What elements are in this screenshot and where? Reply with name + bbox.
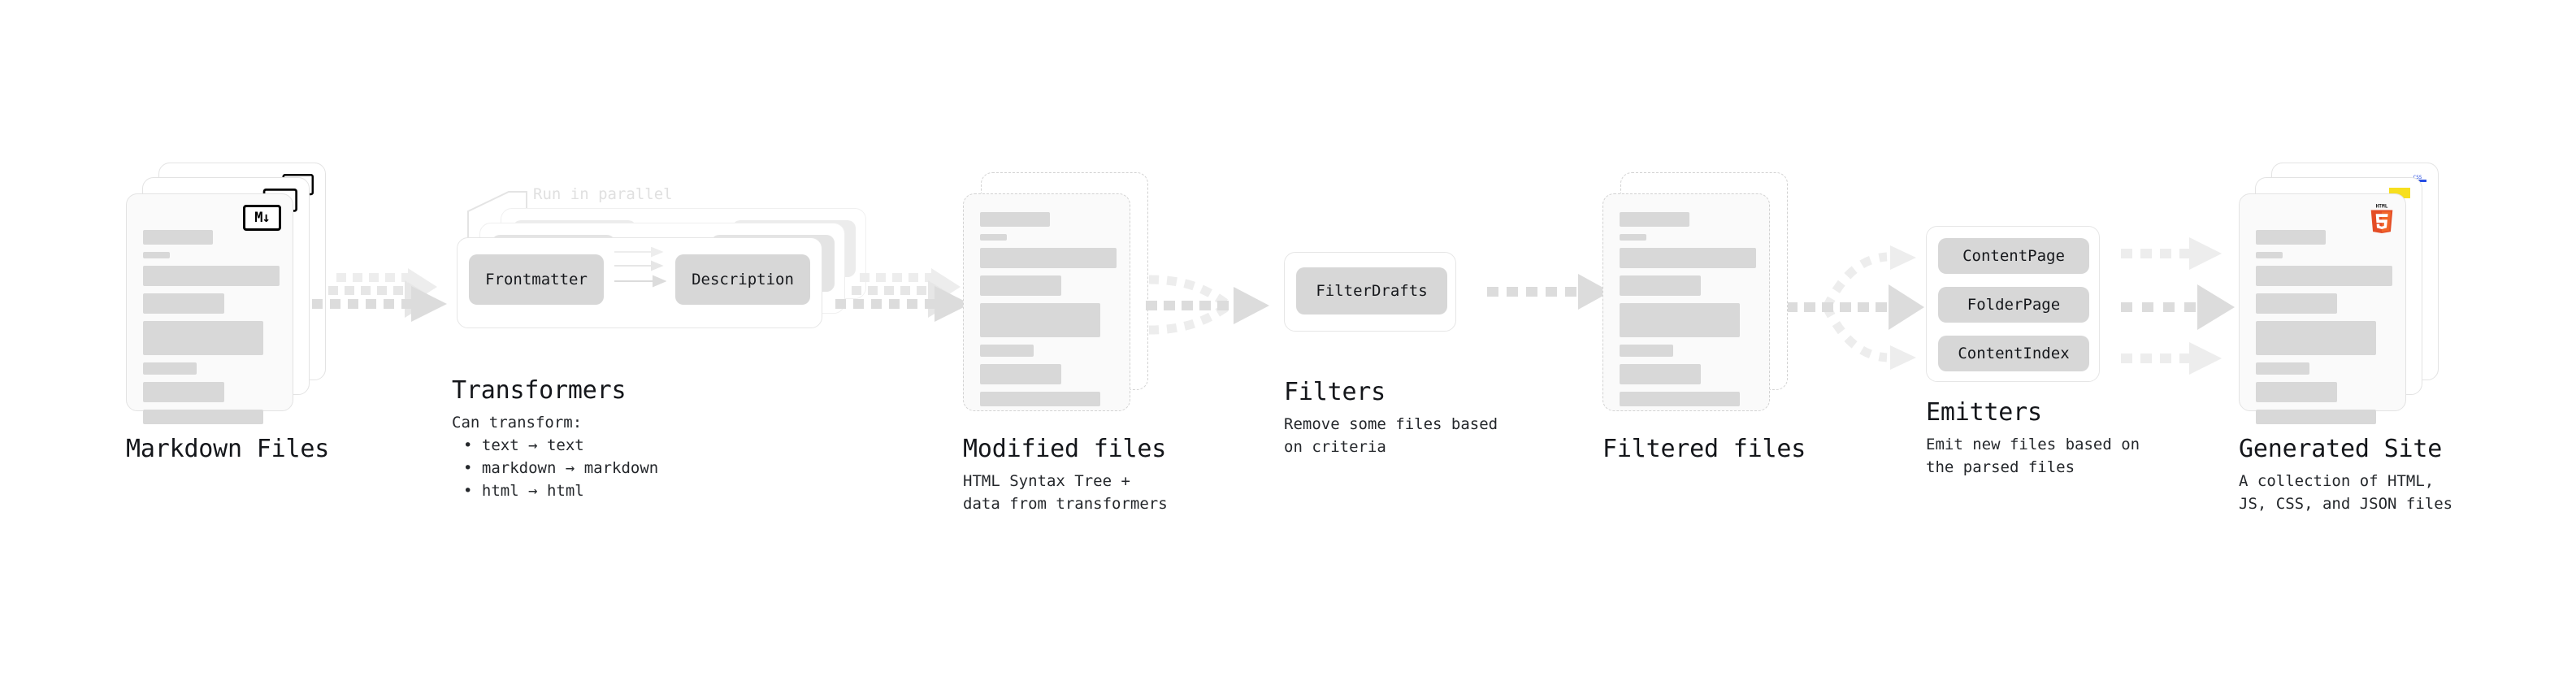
modified-files-title: Modified files	[963, 435, 1167, 463]
skeleton-line	[143, 293, 224, 314]
fan-in-arrow-icon	[1146, 275, 1269, 335]
generated-card-front: HTML	[2239, 193, 2406, 424]
filtered-files-title: Filtered files	[1602, 435, 1806, 463]
chip-frontmatter[interactable]: Frontmatter	[469, 254, 604, 305]
markdown-files-title: Markdown Files	[126, 435, 330, 463]
fan-out-arrow-icon	[1788, 245, 1924, 370]
skeleton-line	[980, 392, 1100, 406]
generated-site-subtitle: A collection of HTML, JS, CSS, and JSON …	[2239, 472, 2453, 513]
modified-files-subtitle: HTML Syntax Tree + data from transformer…	[963, 472, 1168, 513]
connector-filtered-to-emitters	[1780, 229, 1934, 384]
skeleton-lines	[2256, 230, 2392, 432]
skeleton-line	[980, 275, 1061, 296]
emitters-title: Emitters	[1926, 398, 2042, 427]
list-item: • html → html	[463, 482, 584, 500]
markdown-icon: M↓	[243, 205, 281, 231]
skeleton-line	[980, 303, 1100, 337]
skeleton-line	[143, 362, 197, 375]
emitters-subtitle: Emit new files based on the parsed files	[1926, 436, 2140, 476]
parallel-arrow-icon	[2121, 237, 2235, 375]
skeleton-line	[143, 382, 224, 402]
transformers-subtitle: Can transform:	[452, 414, 583, 432]
skeleton-line	[980, 248, 1117, 268]
chip-description[interactable]: Description	[675, 254, 810, 305]
connector-emitters-to-site	[2121, 229, 2267, 384]
skeleton-line	[2256, 293, 2337, 314]
skeleton-line	[2256, 266, 2392, 286]
filtered-card-front	[1602, 193, 1770, 411]
html5-icon: HTML	[2370, 204, 2393, 233]
skeleton-line	[980, 345, 1034, 357]
skeleton-line	[2256, 252, 2283, 258]
single-arrow-icon	[1487, 274, 1611, 310]
skeleton-line	[1620, 392, 1740, 406]
run-in-parallel-label: Run in parallel	[533, 185, 673, 203]
bullet-text: html → html	[481, 482, 584, 500]
parallel-arrow-icon	[835, 268, 970, 322]
generated-site-title: Generated Site	[2239, 435, 2443, 463]
connector-transformers-to-modified	[830, 268, 977, 349]
skeleton-lines	[1620, 212, 1756, 414]
skeleton-line	[980, 364, 1061, 384]
markdown-card-front: M↓	[126, 193, 293, 424]
skeleton-line	[980, 212, 1050, 227]
chip-contentpage[interactable]: ContentPage	[1938, 238, 2089, 274]
chip-folderpage[interactable]: FolderPage	[1938, 287, 2089, 323]
skeleton-line	[1620, 212, 1689, 227]
skeleton-line	[1620, 275, 1701, 296]
skeleton-lines	[980, 212, 1117, 414]
skeleton-line	[2256, 362, 2309, 375]
connector-md-to-transformers	[307, 268, 453, 349]
chip-filterdrafts[interactable]: FilterDrafts	[1296, 267, 1447, 314]
skeleton-line	[143, 410, 263, 424]
transformers-bullet-list: • text → text • markdown → markdown • ht…	[463, 434, 658, 502]
run-in-parallel-bracket-icon	[467, 191, 527, 242]
parallel-arrow-icon	[312, 268, 447, 322]
transformers-panel-front: Frontmatter Description	[457, 237, 822, 328]
filters-panel: FilterDrafts	[1284, 252, 1456, 332]
connector-modified-to-filters	[1138, 260, 1284, 366]
transformers-title: Transformers	[452, 376, 627, 405]
svg-text:CSS: CSS	[2413, 175, 2422, 180]
emitters-panel: ContentPage FolderPage ContentIndex	[1926, 226, 2100, 382]
connector-filters-to-filtered	[1487, 272, 1617, 321]
skeleton-line	[143, 266, 280, 286]
skeleton-line	[1620, 345, 1673, 357]
skeleton-line	[2256, 230, 2326, 245]
skeleton-line	[2256, 410, 2376, 424]
filters-subtitle: Remove some files based on criteria	[1284, 415, 1498, 456]
skeleton-line	[2256, 382, 2337, 402]
svg-text:HTML: HTML	[2376, 204, 2388, 210]
skeleton-line	[143, 321, 263, 355]
skeleton-line	[1620, 364, 1701, 384]
chip-contentindex[interactable]: ContentIndex	[1938, 336, 2089, 371]
skeleton-lines	[143, 230, 280, 432]
skeleton-line	[2256, 321, 2376, 355]
skeleton-line	[143, 252, 170, 258]
modified-card-front	[963, 193, 1130, 411]
list-item: • text → text	[463, 436, 584, 454]
skeleton-line	[1620, 303, 1740, 337]
filters-title: Filters	[1284, 378, 1386, 406]
list-item: • markdown → markdown	[463, 459, 659, 477]
skeleton-line	[1620, 248, 1756, 268]
bullet-text: markdown → markdown	[481, 459, 659, 477]
transformer-internal-arrows-icon	[614, 247, 666, 288]
skeleton-line	[1620, 234, 1646, 241]
skeleton-line	[980, 234, 1007, 241]
bullet-text: text → text	[481, 436, 584, 454]
skeleton-line	[143, 230, 213, 245]
